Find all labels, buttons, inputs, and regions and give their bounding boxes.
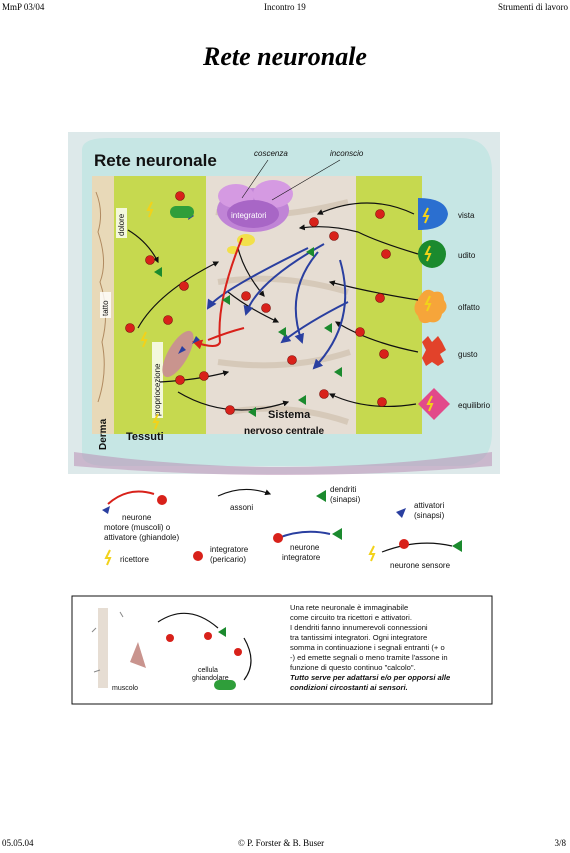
diagram-heading: Rete neuronale: [94, 151, 217, 170]
info-bold-line-1: Tutto serve per adattarsi e/o per oppors…: [290, 673, 451, 682]
equilibrio-label: equilibrio: [458, 401, 491, 410]
legend-ricettore: ricettore: [120, 555, 149, 564]
page-title: Rete neuronale: [203, 42, 367, 71]
integratori-label: integratori: [231, 211, 267, 220]
nervoso-centrale-label: nervoso centrale: [244, 426, 324, 437]
integrator-dots: [125, 191, 391, 415]
propriocezione-label: propriocezione: [153, 363, 162, 416]
legend-dendriti: dendriti(sinapsi): [330, 485, 361, 504]
tatto-label: tatto: [101, 300, 110, 316]
info-text-line-3: I dendriti fanno innumerevoli connession…: [290, 623, 428, 632]
info-box-border: [71, 595, 493, 705]
legend-assoni: assoni: [230, 503, 253, 512]
info-text-line-4: tra tantissimi integratori. Ogni integra…: [290, 633, 427, 642]
vista-label: vista: [458, 211, 475, 220]
info-text-line-2: come circuito tra ricettori e attivatori…: [290, 613, 412, 622]
dendrite-markers: [154, 247, 342, 417]
header-right: Strumenti di lavoro: [498, 2, 568, 12]
legend-integratore: integratore(pericario): [210, 545, 249, 564]
info-text-line-1: Una rete neuronale è immaginabile: [290, 603, 408, 612]
dolore-label: dolore: [117, 213, 126, 236]
info-text-line-6: -) ed emette segnali o meno tramite l'as…: [290, 653, 448, 662]
vista-sensor: [418, 198, 448, 230]
sensory-panel: [356, 176, 422, 434]
derma-label: Derma: [98, 418, 109, 450]
olfatto-sensor: [414, 289, 447, 324]
udito-sensor: [418, 240, 446, 268]
legend-attivatori: attivatori(sinapsi): [414, 501, 445, 520]
info-text-line-7: funzione di questo continuo "calcolo".: [290, 663, 416, 672]
tessuti-label: Tessuti: [126, 431, 164, 443]
info-illustration: [91, 608, 252, 690]
info-bold-line-2: condizioni circostanti ai sensori.: [290, 683, 408, 692]
gusto-sensor: [422, 336, 446, 366]
diagram-bottom-shadow: [74, 452, 492, 475]
info-text: Una rete neuronale è immaginabile come c…: [290, 603, 452, 692]
muscolo-label: muscolo: [112, 685, 138, 692]
equilibrio-sensor: [418, 388, 450, 420]
header-left: MmP 03/04: [2, 2, 45, 12]
receptor-bolts: [140, 201, 160, 430]
axon-lines: [127, 202, 419, 411]
header-center: Incontro 19: [264, 2, 306, 12]
gland-shape: [170, 206, 194, 218]
neural-network-figure: Rete neuronale integratori coscenza inco…: [68, 132, 500, 708]
footer-center: © P. Forster & B. Buser: [238, 838, 325, 848]
inconscio-label: inconscio: [330, 149, 364, 158]
footer-left: 05.05.04: [2, 838, 34, 848]
gusto-label: gusto: [458, 350, 478, 359]
olfatto-label: olfatto: [458, 303, 480, 312]
info-text-line-5: somma in continuazione i segnali entrant…: [290, 643, 445, 652]
coscenza-label: coscenza: [254, 149, 288, 158]
udito-label: udito: [458, 251, 476, 260]
footer-right: 3/8: [554, 838, 566, 848]
neural-network-diagram: Rete neuronale integratori coscenza inco…: [68, 132, 500, 708]
legend-neurone-sensore: neurone sensore: [390, 561, 451, 570]
motor-axons: [192, 237, 245, 350]
sistema-label: Sistema: [268, 409, 311, 421]
